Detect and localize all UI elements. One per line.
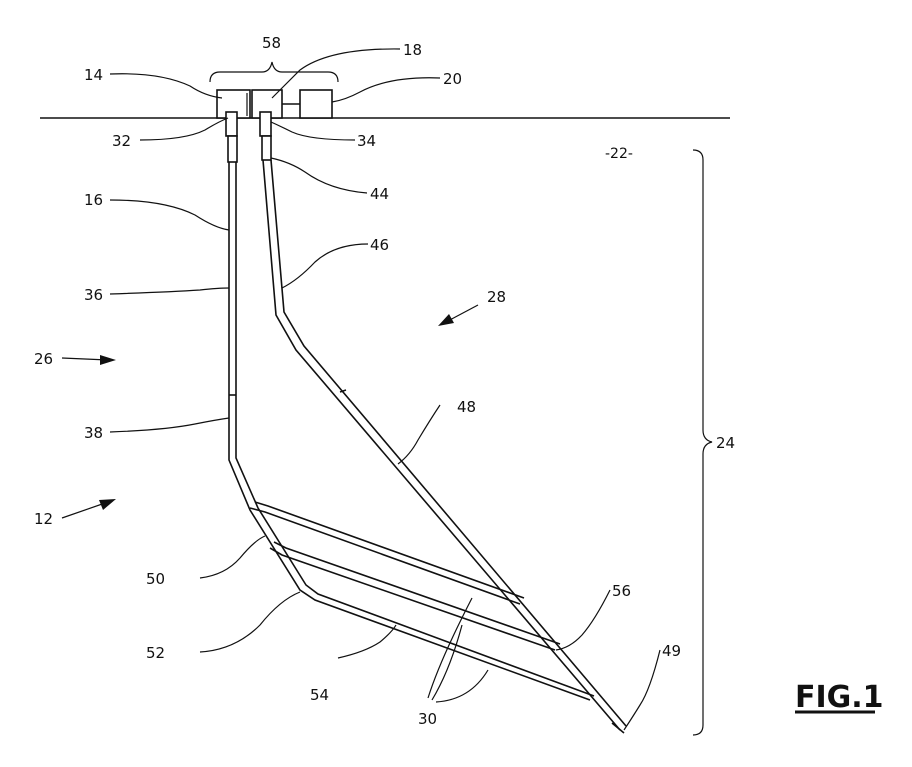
casing-top-44 xyxy=(262,136,271,160)
leader-54 xyxy=(338,625,396,658)
label-58: 58 xyxy=(262,34,281,52)
leader-48 xyxy=(398,405,440,464)
label-14: 14 xyxy=(84,66,103,84)
leader-30-c xyxy=(436,670,488,702)
leader-32 xyxy=(140,118,228,140)
label-28: 28 xyxy=(487,288,506,306)
figure-caption: FIG.1 xyxy=(795,680,884,715)
right-wellbore-outer xyxy=(263,160,620,730)
label-24: 24 xyxy=(716,434,735,452)
brace-24 xyxy=(693,150,712,735)
arrow-26-head xyxy=(100,355,116,365)
leader-36 xyxy=(110,288,229,294)
label-26: 26 xyxy=(34,350,53,368)
label-44: 44 xyxy=(370,185,389,203)
leader-50 xyxy=(200,536,265,578)
leader-16 xyxy=(110,200,229,230)
leader-52 xyxy=(200,592,300,652)
label-36: 36 xyxy=(84,286,103,304)
leader-38 xyxy=(110,418,229,432)
label-48: 48 xyxy=(457,398,476,416)
leader-18 xyxy=(272,49,400,98)
leader-49 xyxy=(624,650,660,730)
label-34: 34 xyxy=(357,132,376,150)
label-16: 16 xyxy=(84,191,103,209)
label-20: 20 xyxy=(443,70,462,88)
surface-unit-20 xyxy=(300,90,332,118)
leader-20 xyxy=(332,78,440,102)
label-56: 56 xyxy=(612,582,631,600)
label-32: 32 xyxy=(112,132,131,150)
leader-30-b xyxy=(432,625,462,700)
leader-46 xyxy=(282,244,368,288)
label-38: 38 xyxy=(84,424,103,442)
label-18: 18 xyxy=(403,41,422,59)
brace-58 xyxy=(210,62,338,82)
lateral-50-outer xyxy=(250,508,520,604)
label-50: 50 xyxy=(146,570,165,588)
label-22: -22- xyxy=(605,146,633,162)
wellhead-32 xyxy=(226,112,237,136)
leader-44 xyxy=(271,158,367,193)
arrow-12-head xyxy=(99,499,116,510)
wellhead-34 xyxy=(260,112,271,136)
well-end-49 xyxy=(612,723,624,733)
label-30: 30 xyxy=(418,710,437,728)
label-49: 49 xyxy=(662,642,681,660)
label-12: 12 xyxy=(34,510,53,528)
leader-14 xyxy=(110,74,222,98)
leader-34 xyxy=(271,122,355,140)
label-46: 46 xyxy=(370,236,389,254)
label-54: 54 xyxy=(310,686,329,704)
left-wellbore-inner xyxy=(236,162,594,696)
right-wellbore-inner xyxy=(271,160,626,726)
casing-top-16 xyxy=(228,136,237,162)
leader-56 xyxy=(556,590,610,650)
arrow-28-head xyxy=(438,314,454,326)
label-52: 52 xyxy=(146,644,165,662)
